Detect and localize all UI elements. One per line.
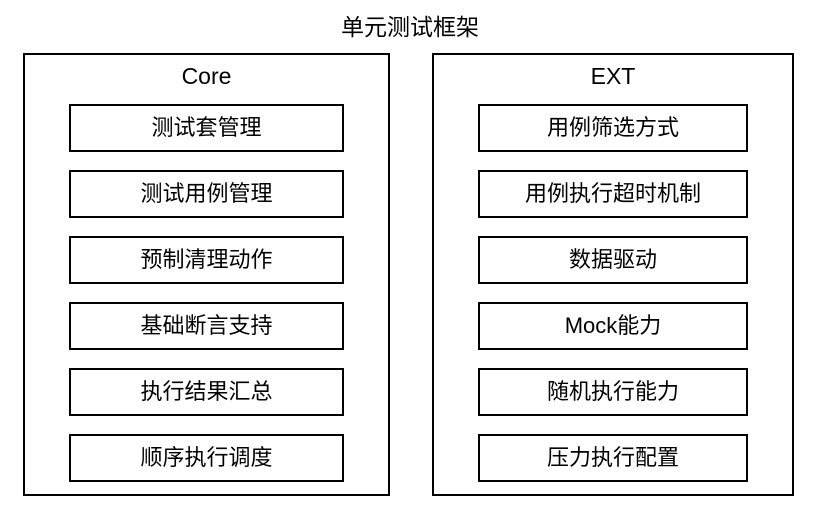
- column-core: Core 测试套管理 测试用例管理 预制清理动作 基础断言支持 执行结果汇总 顺…: [23, 53, 390, 496]
- item-box[interactable]: 执行结果汇总: [69, 368, 344, 416]
- item-box[interactable]: 预制清理动作: [69, 236, 344, 284]
- item-box[interactable]: Mock能力: [478, 302, 748, 350]
- item-label: 用例执行超时机制: [524, 181, 701, 206]
- item-box[interactable]: 随机执行能力: [478, 368, 748, 416]
- item-box[interactable]: 基础断言支持: [69, 302, 344, 350]
- item-label: 用例筛选方式: [546, 115, 679, 140]
- column-ext: EXT 用例筛选方式 用例执行超时机制 数据驱动 Mock能力 随机执行能力 压…: [432, 53, 794, 496]
- item-label: 基础断言支持: [140, 313, 273, 338]
- item-box[interactable]: 顺序执行调度: [69, 434, 344, 482]
- item-label: 随机执行能力: [546, 379, 679, 404]
- item-box[interactable]: 用例筛选方式: [478, 104, 748, 152]
- item-label: 测试套管理: [151, 115, 262, 140]
- diagram-title: 单元测试框架: [341, 14, 479, 40]
- item-box[interactable]: 测试套管理: [69, 104, 344, 152]
- item-label: 预制清理动作: [140, 247, 273, 272]
- column-ext-title: EXT: [590, 63, 636, 89]
- item-label: 测试用例管理: [140, 181, 273, 206]
- item-box[interactable]: 压力执行配置: [478, 434, 748, 482]
- item-label: 执行结果汇总: [140, 379, 273, 404]
- item-box[interactable]: 数据驱动: [478, 236, 748, 284]
- item-label: Mock能力: [564, 313, 662, 338]
- item-label: 数据驱动: [568, 247, 657, 272]
- item-label: 压力执行配置: [546, 445, 679, 470]
- column-core-title: Core: [181, 63, 232, 89]
- item-box[interactable]: 测试用例管理: [69, 170, 344, 218]
- item-label: 顺序执行调度: [140, 445, 273, 470]
- column-core-item-list: 测试套管理 测试用例管理 预制清理动作 基础断言支持 执行结果汇总 顺序执行调度: [69, 104, 344, 482]
- item-box[interactable]: 用例执行超时机制: [478, 170, 748, 218]
- column-ext-item-list: 用例筛选方式 用例执行超时机制 数据驱动 Mock能力 随机执行能力 压力执行配…: [478, 104, 748, 482]
